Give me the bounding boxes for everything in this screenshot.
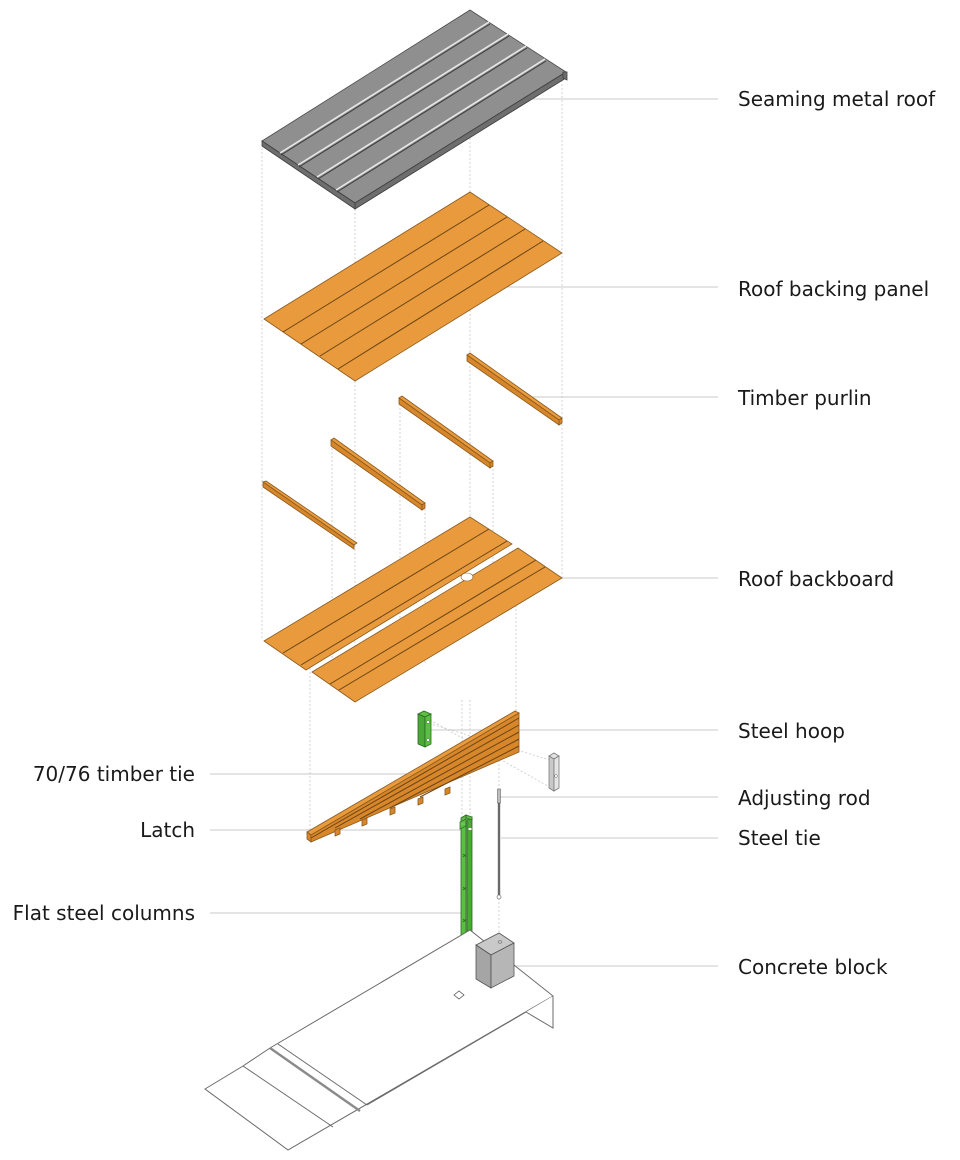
roof-backing-panel xyxy=(263,191,563,382)
timber-purlin-2 xyxy=(398,395,494,469)
timber-purlin-1 xyxy=(466,352,563,426)
label-concrete-block: Concrete block xyxy=(738,955,888,979)
label-steel-tie: Steel tie xyxy=(738,826,821,850)
label-flat-steel-columns: Flat steel columns xyxy=(13,901,195,925)
adjusting-rod xyxy=(496,788,502,900)
concrete-block xyxy=(475,932,515,989)
timber-tie xyxy=(306,710,520,843)
timber-purlin-3 xyxy=(330,437,426,511)
label-roof-backboard: Roof backboard xyxy=(738,567,894,591)
label-latch: Latch xyxy=(140,818,195,842)
label-adjusting-rod: Adjusting rod xyxy=(738,786,871,810)
leader-lines xyxy=(210,98,718,967)
roof-backboard xyxy=(263,516,563,703)
base-platform xyxy=(204,929,554,1151)
timber-purlin-4 xyxy=(262,480,358,550)
steel-hoop-grey xyxy=(548,752,560,792)
label-timber-tie: 70/76 timber tie xyxy=(33,762,195,786)
labels-right: Seaming metal roof Roof backing panel Ti… xyxy=(737,87,936,979)
labels-left: 70/76 timber tie Latch Flat steel column… xyxy=(13,762,195,925)
label-roof-backing-panel: Roof backing panel xyxy=(738,277,929,301)
seaming-metal-roof xyxy=(261,9,568,210)
steel-hoop-green xyxy=(417,710,432,748)
label-seaming-metal-roof: Seaming metal roof xyxy=(738,87,936,111)
latch xyxy=(459,818,467,830)
timber-purlins xyxy=(262,352,563,550)
label-timber-purlin: Timber purlin xyxy=(737,386,872,410)
label-steel-hoop: Steel hoop xyxy=(738,719,845,743)
